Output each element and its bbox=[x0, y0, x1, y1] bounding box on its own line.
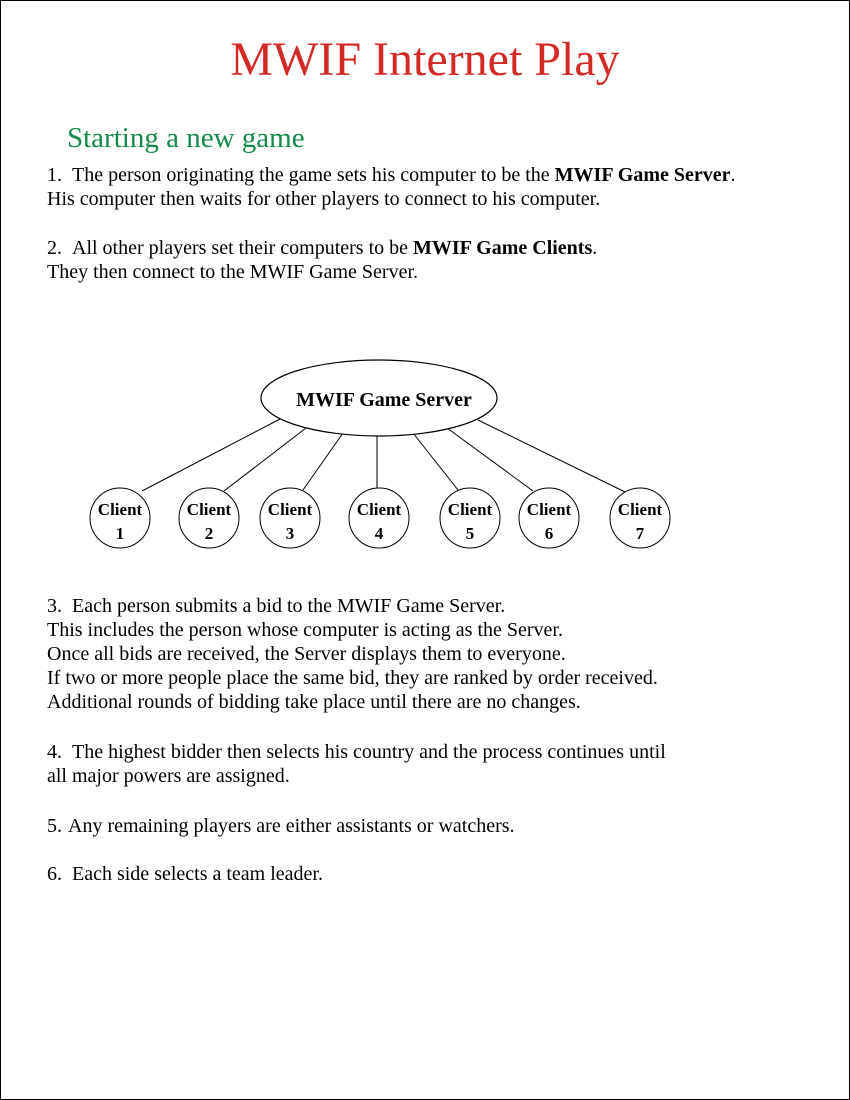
step-number: 4. bbox=[47, 741, 62, 763]
step-3-line-3: Once all bids are received, the Server d… bbox=[47, 643, 566, 665]
section-heading: Starting a new game bbox=[67, 122, 305, 154]
connection-line bbox=[302, 432, 344, 491]
step-number: 6. bbox=[47, 863, 62, 885]
connection-line bbox=[477, 419, 626, 493]
client-number: 4 bbox=[375, 524, 384, 543]
client-number: 6 bbox=[545, 524, 554, 543]
page-title: MWIF Internet Play bbox=[230, 33, 620, 86]
client-number: 5 bbox=[466, 524, 475, 543]
client-node: Client 5 bbox=[439, 487, 501, 549]
client-circle bbox=[439, 487, 501, 549]
client-node: Client 3 bbox=[259, 487, 321, 549]
server-label: MWIF Game Server bbox=[296, 389, 472, 411]
client-label: Client bbox=[448, 500, 493, 519]
client-circle bbox=[89, 487, 151, 549]
client-label: Client bbox=[268, 500, 313, 519]
client-node: Client 2 bbox=[178, 487, 240, 549]
client-circle bbox=[518, 487, 580, 549]
client-node: Client 4 bbox=[348, 487, 410, 549]
client-number: 1 bbox=[116, 524, 125, 543]
step-3-line-4: If two or more people place the same bid… bbox=[47, 667, 658, 689]
client-node: Client 1 bbox=[89, 487, 151, 549]
step-3-line-2: This includes the person whose computer … bbox=[47, 619, 563, 641]
client-nodes: Client1Client2Client3Client4Client5Clien… bbox=[89, 487, 671, 549]
client-number: 7 bbox=[636, 524, 645, 543]
client-circle bbox=[348, 487, 410, 549]
client-label: Client bbox=[357, 500, 402, 519]
step-5: 5.Any remaining players are either assis… bbox=[47, 814, 837, 838]
client-label: Client bbox=[618, 500, 663, 519]
step-2-line-2: They then connect to the MWIF Game Serve… bbox=[47, 261, 418, 283]
client-label: Client bbox=[98, 500, 143, 519]
client-node: Client 6 bbox=[518, 487, 580, 549]
step-4-line-2: all major powers are assigned. bbox=[47, 765, 290, 787]
step-3-line-5: Additional rounds of bidding take place … bbox=[47, 691, 581, 713]
connection-line bbox=[223, 427, 307, 492]
step-4-line-1: 4.The highest bidder then selects his co… bbox=[47, 741, 666, 763]
client-node: Client 7 bbox=[609, 487, 671, 549]
step-2: 2.All other players set their computers … bbox=[47, 236, 837, 284]
step-number: 1. bbox=[47, 164, 62, 186]
step-number: 2. bbox=[47, 237, 62, 259]
network-diagram: MWIF Game Server Client1Client2Client3Cl… bbox=[89, 359, 671, 549]
client-label: Client bbox=[187, 500, 232, 519]
client-circle bbox=[178, 487, 240, 549]
client-number: 2 bbox=[205, 524, 214, 543]
connection-line bbox=[141, 417, 283, 492]
step-3-line-1: 3.Each person submits a bid to the MWIF … bbox=[47, 595, 506, 617]
step-4: 4.The highest bidder then selects his co… bbox=[47, 740, 837, 788]
step-6-line-1: 6.Each side selects a team leader. bbox=[47, 863, 323, 885]
step-number: 3. bbox=[47, 595, 62, 617]
server-node: MWIF Game Server bbox=[260, 359, 498, 437]
step-1: 1.The person originating the game sets h… bbox=[47, 163, 837, 211]
step-2-line-1: 2.All other players set their computers … bbox=[47, 237, 598, 259]
connection-lines bbox=[141, 417, 626, 493]
client-circle bbox=[259, 487, 321, 549]
client-circle bbox=[609, 487, 671, 549]
server-ellipse bbox=[260, 359, 498, 437]
client-label: Client bbox=[527, 500, 572, 519]
connection-line bbox=[446, 427, 534, 492]
step-5-line-1: 5.Any remaining players are either assis… bbox=[47, 815, 515, 837]
step-1-line-2: His computer then waits for other player… bbox=[47, 188, 601, 210]
client-number: 3 bbox=[286, 524, 295, 543]
step-6: 6.Each side selects a team leader. bbox=[47, 862, 837, 886]
step-1-line-1: 1.The person originating the game sets h… bbox=[47, 164, 736, 186]
step-3: 3.Each person submits a bid to the MWIF … bbox=[47, 594, 837, 714]
step-number: 5. bbox=[47, 815, 62, 837]
connection-line bbox=[412, 432, 459, 491]
